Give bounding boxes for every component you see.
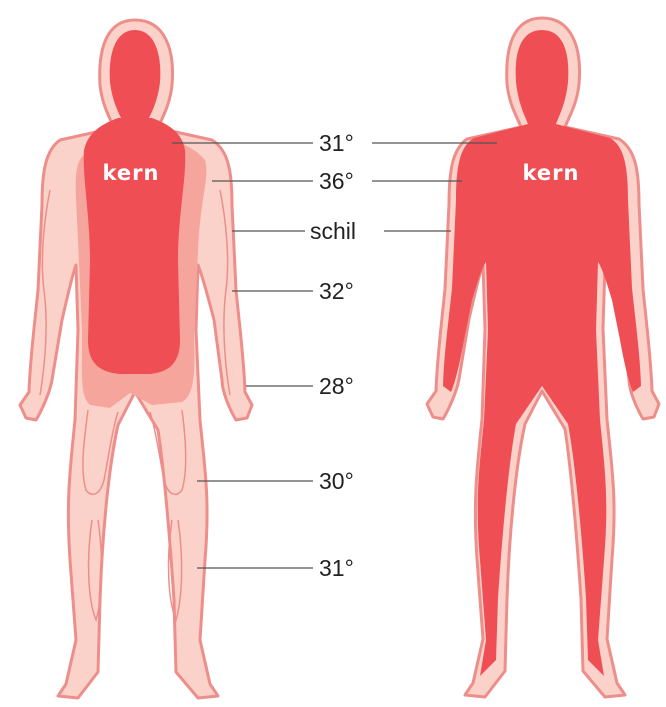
label-28: 28° <box>319 373 354 399</box>
label-31-top: 31° <box>319 130 354 156</box>
label-schil: schil <box>310 218 356 244</box>
left-head-core <box>110 30 161 120</box>
label-36: 36° <box>319 168 354 194</box>
label-32: 32° <box>319 278 354 304</box>
left-core-label: kern <box>103 161 160 185</box>
label-30: 30° <box>319 468 354 494</box>
label-31-bottom: 31° <box>319 555 354 581</box>
right-body-figure: kern <box>427 18 659 697</box>
left-trunk-core <box>84 118 186 374</box>
temperature-labels: 31° 36° schil 32° 28° 30° 31° <box>310 130 356 581</box>
right-core-label: kern <box>523 161 580 185</box>
left-body-figure: kern <box>20 20 252 698</box>
